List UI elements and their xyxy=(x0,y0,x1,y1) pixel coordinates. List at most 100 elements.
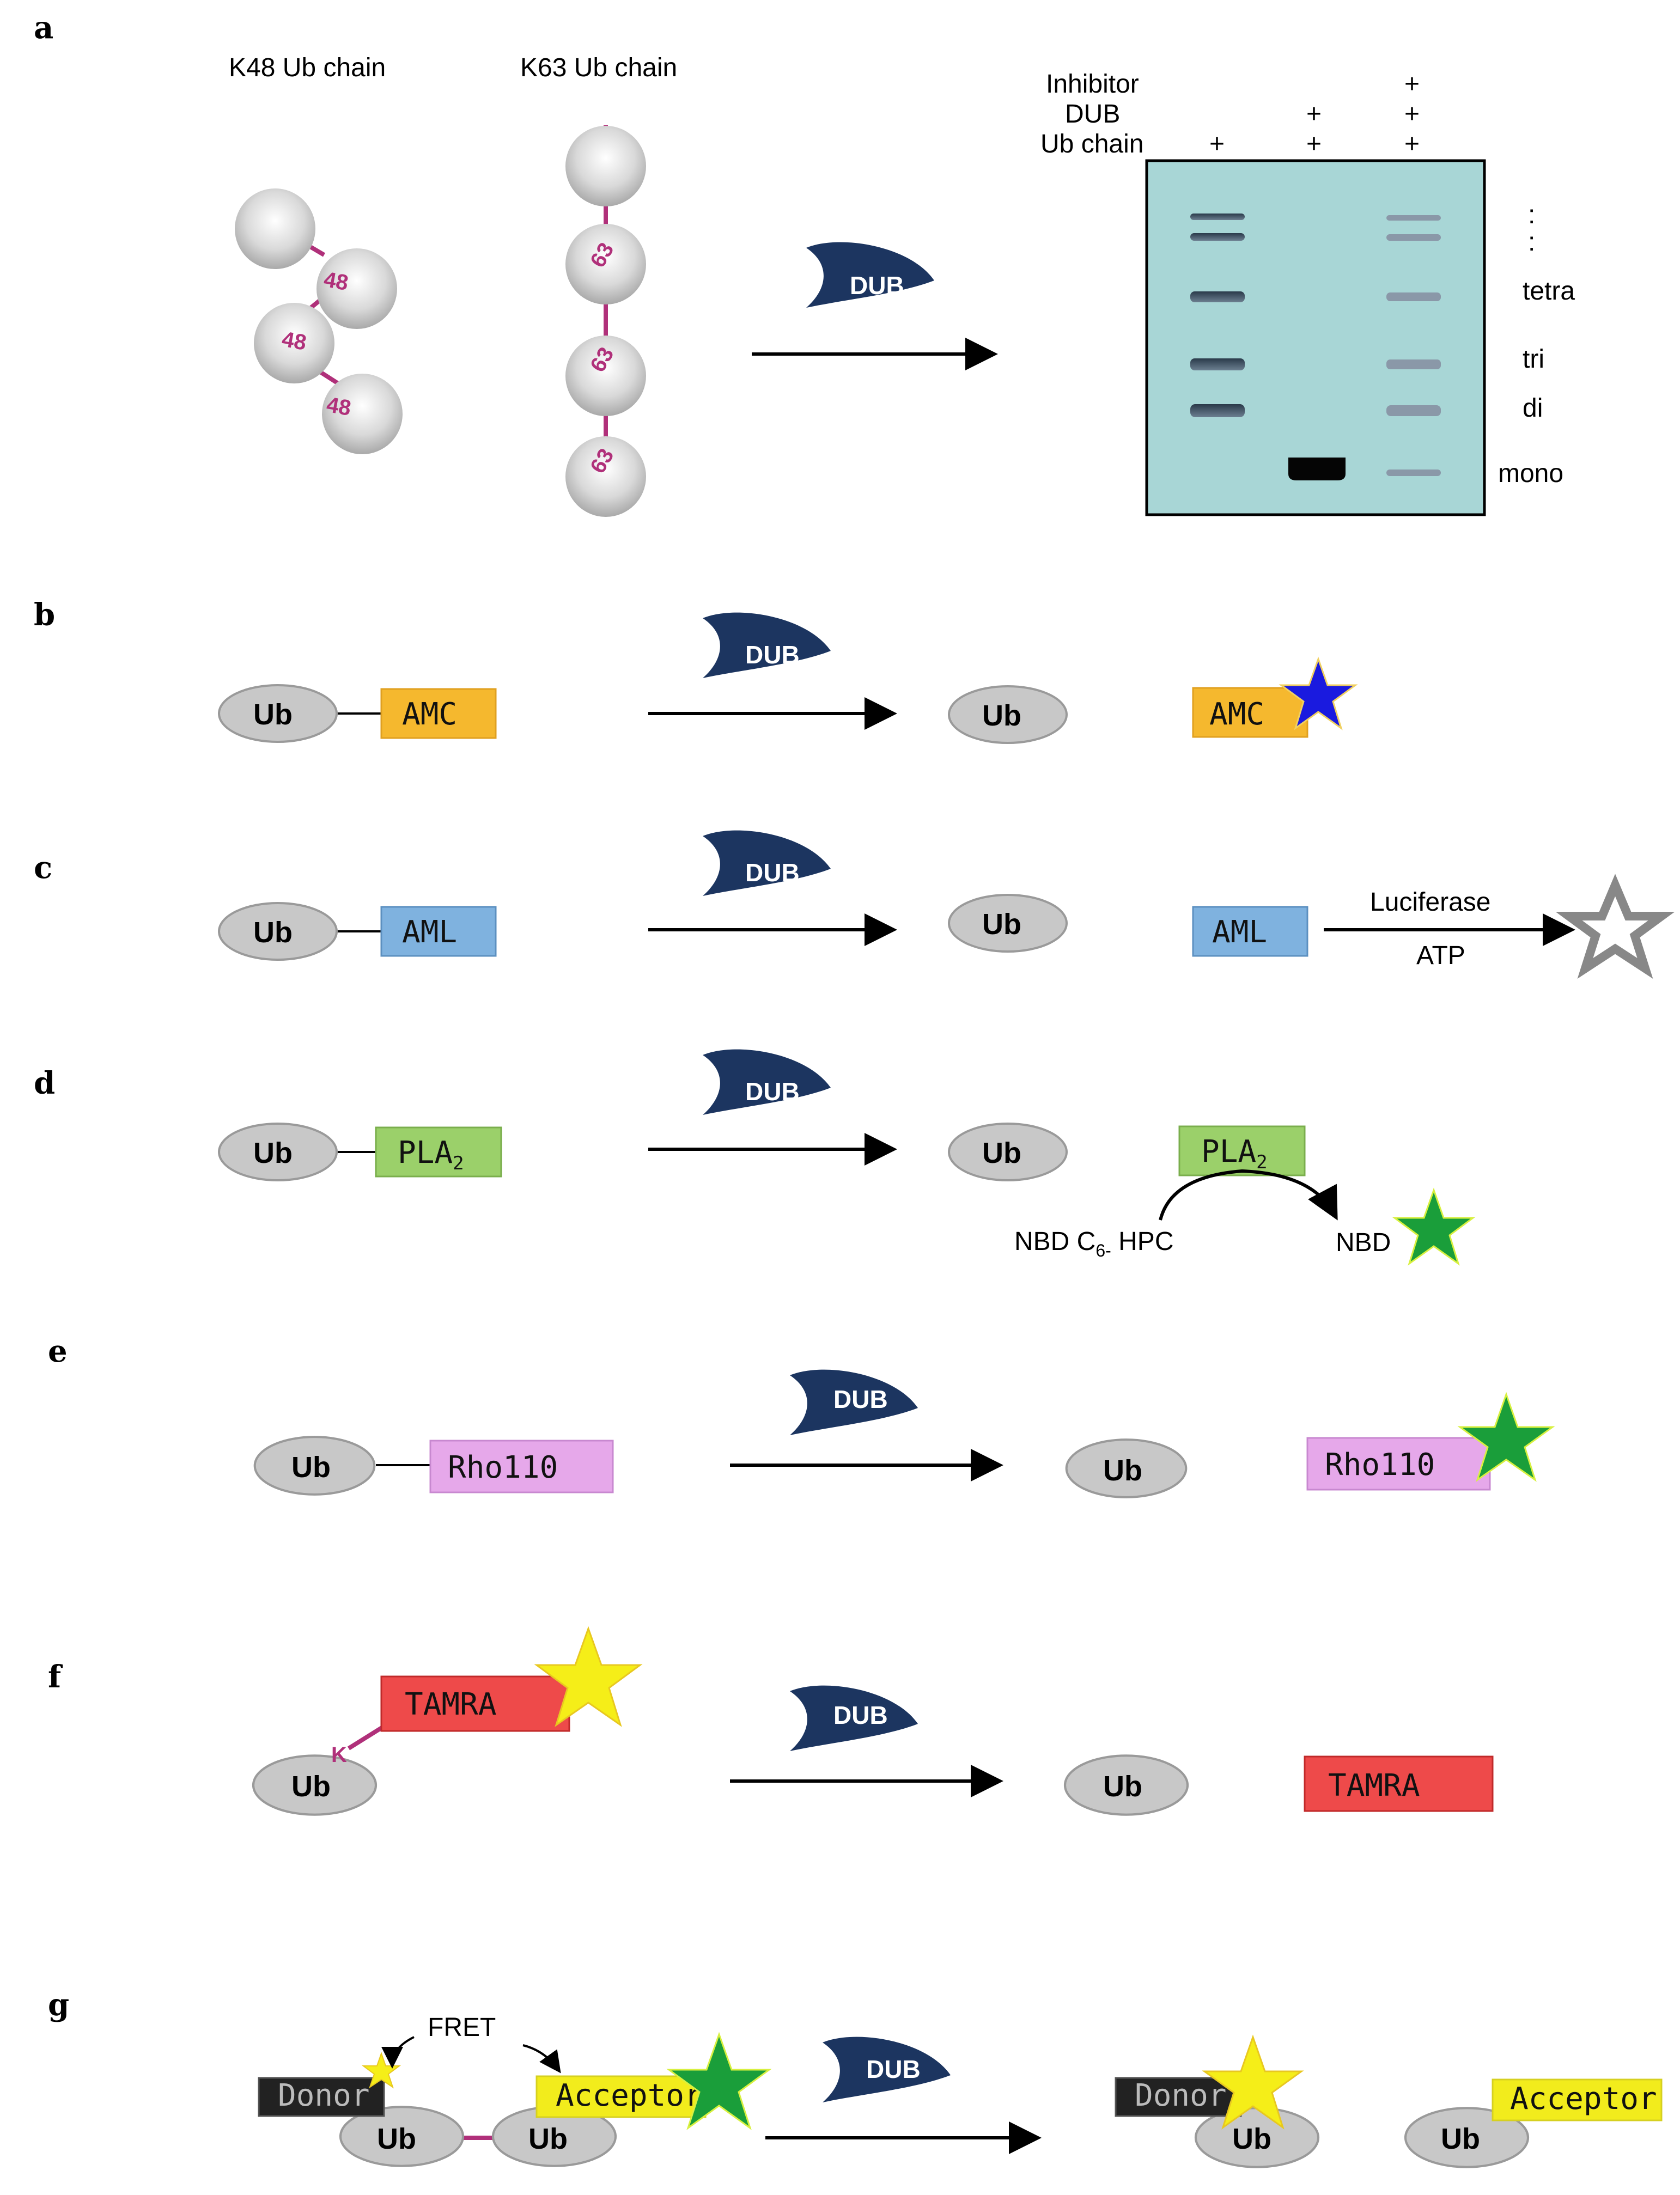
pla2-reaction-arrow xyxy=(1159,1169,1338,1221)
mono-band-strong xyxy=(1288,458,1346,480)
nbd-label: NBD xyxy=(1336,1228,1391,1257)
ub-label: Ub xyxy=(253,698,293,731)
rho110-label: Rho110 xyxy=(448,1450,558,1485)
pla2-label: PLA2 xyxy=(1201,1134,1268,1173)
rho110-label: Rho110 xyxy=(1325,1447,1435,1483)
aml-label: AML xyxy=(402,914,457,950)
ub-ball xyxy=(235,188,315,269)
ub-label: Ub xyxy=(528,2123,568,2155)
panel-label-e: e xyxy=(48,1333,68,1369)
gel-panel: Inhibitor DUB Ub chain + + + + + + : : t… xyxy=(1040,70,1575,516)
acceptor-box xyxy=(535,2075,707,2118)
k48-chain-title: K48 Ub chain xyxy=(229,53,386,82)
donor-label: Donor xyxy=(278,2078,370,2113)
amc-label: AMC xyxy=(1209,697,1264,732)
panel-g-substrate: Ub Ub Donor Acceptor FRET xyxy=(258,2013,772,2166)
rho110-box xyxy=(429,1440,614,1493)
panel-c-substrate: Ub AML xyxy=(218,902,497,961)
gel-row-dub: DUB xyxy=(1065,100,1120,129)
panel-b-substrate: Ub AMC xyxy=(218,684,497,743)
panel-label-a: a xyxy=(34,10,53,46)
acceptor-label: Acceptor xyxy=(1510,2081,1657,2117)
dub-label: DUB xyxy=(745,1077,800,1106)
panel-label-d: d xyxy=(34,1065,55,1101)
k63-chain-title: K63 Ub chain xyxy=(520,53,677,82)
lane3-inhibitor: + xyxy=(1404,70,1420,99)
panel-f-substrate: Ub K TAMRA xyxy=(253,1626,643,1815)
rho110-box-free xyxy=(1306,1437,1491,1491)
ub-ball xyxy=(565,126,646,206)
ub-label: Ub xyxy=(253,1137,293,1169)
band-label-mono: mono xyxy=(1498,459,1563,488)
donor-box-free xyxy=(1115,2077,1242,2117)
pla2-label: PLA2 xyxy=(398,1135,464,1174)
acceptor-box-free xyxy=(1492,2078,1663,2121)
amc-label: AMC xyxy=(402,697,457,732)
dub-label: DUB xyxy=(850,271,904,300)
ub-ball xyxy=(565,436,646,517)
ub-label: Ub xyxy=(982,1137,1021,1169)
lane2-ubchain: + xyxy=(1306,130,1322,158)
panel-g-products: Ub Donor Ub Acceptor xyxy=(1115,2034,1663,2167)
panel-label-f: f xyxy=(48,1659,63,1695)
aml-label: AML xyxy=(1212,914,1267,950)
nbd-hpc-label: NBD C6- HPC xyxy=(1014,1227,1173,1260)
lane3-ubchain: + xyxy=(1404,130,1420,158)
k48-link-label: 48 xyxy=(325,393,352,420)
gel-row-inhibitor: Inhibitor xyxy=(1046,70,1139,99)
ub-ball xyxy=(322,374,403,454)
donor-box xyxy=(258,2077,385,2117)
fret-arrow-left xyxy=(381,2036,415,2069)
dub-label: DUB xyxy=(745,641,800,669)
grey-star-luminescence-icon xyxy=(1555,874,1675,979)
gel-ellipsis: : xyxy=(1528,228,1535,257)
ub-ball xyxy=(254,303,334,383)
ub-label: Ub xyxy=(253,916,293,949)
gel-row-ub-chain: Ub chain xyxy=(1040,130,1143,158)
amc-box xyxy=(380,688,497,739)
panel-label-g: g xyxy=(48,1987,69,2023)
k48-ub-chain: 48 48 48 xyxy=(235,188,403,454)
band-label-di: di xyxy=(1523,394,1543,423)
lane2-dub: + xyxy=(1306,100,1322,129)
luciferase-label: Luciferase xyxy=(1370,888,1490,917)
ub-label: Ub xyxy=(1103,1454,1142,1487)
fret-arrow-right xyxy=(522,2044,561,2074)
ub-label: Ub xyxy=(982,908,1021,941)
ub-ball xyxy=(316,248,397,329)
ub-label: Ub xyxy=(291,1770,331,1803)
ub-label: Ub xyxy=(1103,1770,1142,1803)
pla2-box xyxy=(375,1126,502,1178)
ub-ball xyxy=(565,224,646,304)
k63-ub-chain: 63 63 63 xyxy=(565,125,646,517)
dub-label: DUB xyxy=(833,1385,888,1413)
band-label-tri: tri xyxy=(1523,345,1544,374)
green-star-fluorescence-icon xyxy=(1392,1187,1476,1266)
green-star-fluorescence-icon xyxy=(1457,1392,1555,1482)
gel-ellipsis: : xyxy=(1528,200,1535,229)
ub-label: Ub xyxy=(982,699,1021,732)
ub-label: Ub xyxy=(1441,2123,1480,2155)
aml-box xyxy=(380,906,497,957)
blue-star-fluorescence-icon xyxy=(1279,656,1358,730)
lane3-dub: + xyxy=(1404,100,1420,129)
dub-label: DUB xyxy=(866,2055,921,2083)
band-label-tetra: tetra xyxy=(1523,277,1575,306)
k48-link-label: 48 xyxy=(322,267,350,295)
panel-label-b: b xyxy=(34,597,55,633)
fret-label: FRET xyxy=(428,2013,496,2042)
green-star-fret-icon xyxy=(666,2032,772,2130)
ub-label: Ub xyxy=(1232,2123,1271,2155)
panel-label-c: c xyxy=(34,850,52,886)
ub-label: Ub xyxy=(377,2123,416,2155)
ub-label: Ub xyxy=(291,1451,331,1484)
k48-link-label: 48 xyxy=(280,327,308,355)
tamra-box-free xyxy=(1304,1755,1494,1812)
atp-label: ATP xyxy=(1416,941,1465,970)
ub-ball xyxy=(565,336,646,416)
amc-box-free xyxy=(1192,687,1308,738)
donor-label: Donor xyxy=(1135,2078,1227,2113)
tamra-box xyxy=(380,1675,570,1732)
